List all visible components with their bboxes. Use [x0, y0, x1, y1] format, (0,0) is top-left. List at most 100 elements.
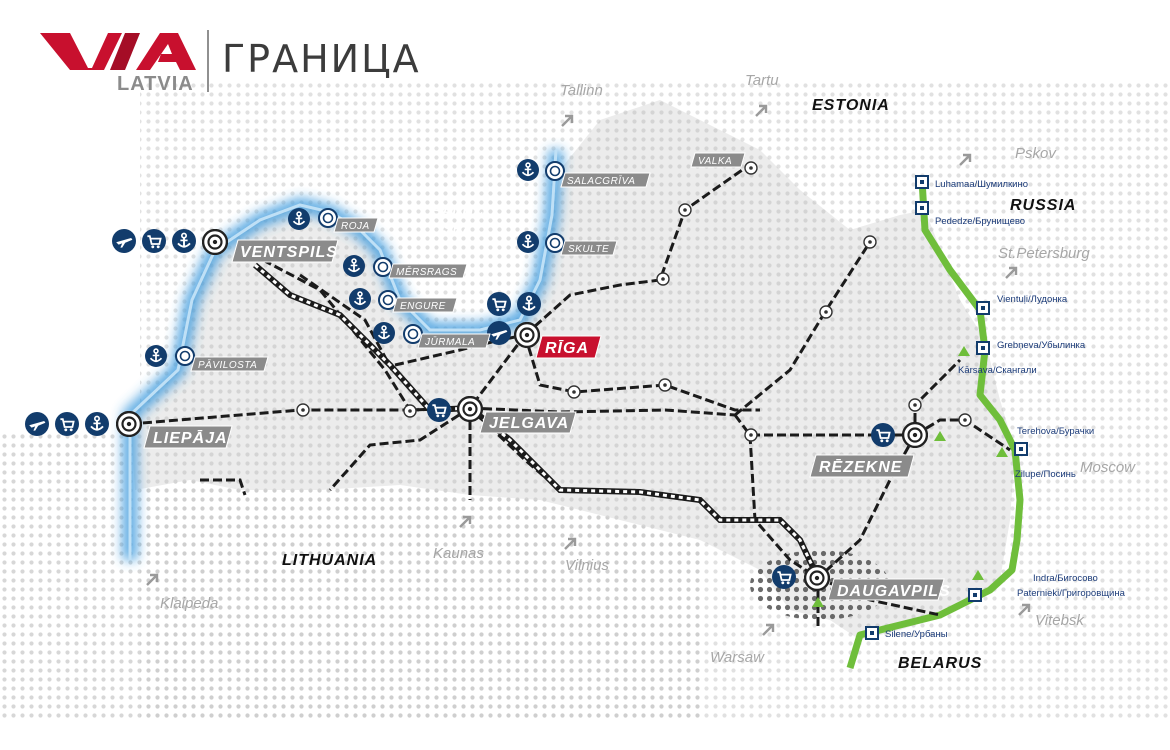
hub-node-icon [514, 322, 540, 348]
anchor-icon [517, 159, 539, 181]
station-node [863, 235, 877, 249]
hub-node-icon [902, 422, 928, 448]
port-mersrags[interactable]: MĒRSRAGS [343, 255, 468, 279]
customs-icon [915, 201, 929, 215]
crossing-vientuli: Vientuļi/Лудонка [997, 294, 1068, 305]
latvia-dots [130, 100, 1015, 640]
station-valka[interactable]: VALKA [690, 152, 746, 168]
station-node [744, 428, 758, 442]
anchor-icon [373, 322, 395, 344]
station-label-valka: VALKA [698, 156, 732, 167]
checkpoint-triangle-icon [972, 570, 984, 580]
hub-rezekne[interactable]: RĒZEKNE [809, 422, 928, 478]
hub-label-daugavpils: DAUGAVPILS [837, 583, 951, 600]
logo-v-shape [40, 33, 122, 70]
cart-icon [55, 412, 79, 436]
logo-a-shape [136, 33, 196, 70]
plane-icon [487, 321, 511, 345]
city-warsaw: Warsaw [710, 649, 765, 666]
city-pskov: Pskov [1015, 145, 1057, 162]
city-klaipeda: Klaipeda [160, 595, 218, 612]
port-pavilosta[interactable]: PĀVILOSTA [145, 345, 269, 372]
hub-node-icon [457, 396, 483, 422]
city-vilnius: Vilnius [565, 557, 609, 574]
city-vitebsk: Vitebsk [1035, 612, 1085, 629]
hub-liepaja[interactable]: LIEPĀJA [25, 411, 233, 449]
checkpoint-triangle-icon [958, 346, 970, 356]
hub-node-icon [116, 411, 142, 437]
country-russia: RUSSIA [1010, 197, 1076, 214]
logo[interactable]: LATVIA [40, 33, 196, 95]
checkpoint-triangle-icon [812, 597, 824, 607]
checkpoint-triangle-icon [934, 431, 946, 441]
customs-icon [976, 341, 990, 355]
anchor-icon [349, 288, 371, 310]
hub-node-icon [804, 565, 830, 591]
port-label-pavilosta: PĀVILOSTA [198, 359, 257, 371]
port-engure[interactable]: ENGURE [349, 288, 458, 313]
anchor-icon [288, 208, 310, 230]
cart-icon [142, 229, 166, 253]
hub-node-icon [202, 229, 228, 255]
station-node [658, 378, 672, 392]
country-estonia: ESTONIA [812, 97, 890, 114]
port-label-mersrags: MĒRSRAGS [396, 266, 457, 278]
anchor-icon [517, 292, 541, 316]
port-node-icon [175, 346, 195, 366]
port-node-icon [545, 233, 565, 253]
port-label-jurmala: JŪRMALA [424, 336, 475, 348]
hub-ventspils[interactable]: VENTSPILS [112, 229, 339, 263]
hub-riga[interactable]: RĪGA [487, 292, 602, 359]
city-moscow: Moscow [1080, 459, 1136, 476]
port-node-icon [403, 324, 423, 344]
station-node [296, 403, 310, 417]
sea-label-line2: SEA [443, 221, 473, 236]
customs-icon [915, 175, 929, 189]
port-node-icon [318, 208, 338, 228]
freight-line [253, 262, 821, 580]
state-border-line [846, 179, 1024, 670]
logo-i-shape [110, 33, 140, 70]
port-label-roja: ROJA [341, 221, 370, 232]
station-node [678, 203, 692, 217]
anchor-icon [145, 345, 167, 367]
border-crossings: Luhamaa/Шумилкино Pededze/Брунищево Vien… [812, 175, 1126, 640]
anchor-icon [343, 255, 365, 277]
country-lithuania: LITHUANIA [282, 552, 377, 569]
city-tartu: Tartu [745, 72, 779, 89]
checkpoint-triangle-icon [996, 447, 1008, 457]
station-node [908, 398, 922, 412]
cart-icon [772, 565, 796, 589]
port-node-icon [545, 161, 565, 181]
port-label-engure: ENGURE [400, 301, 446, 312]
crossing-karsava: Kārsava/Скангали [958, 365, 1037, 376]
port-salacgriva[interactable]: SALACGRĪVA [517, 159, 651, 188]
plane-icon [112, 229, 136, 253]
customs-icon [865, 626, 879, 640]
logo-latvia: LATVIA [117, 73, 194, 95]
port-skulte[interactable]: SKULTE [517, 231, 618, 256]
crossing-luhamaa: Luhamaa/Шумилкино [935, 179, 1028, 190]
crossing-indra: Indra/Бигосово [1033, 573, 1098, 584]
port-node-icon [373, 257, 393, 277]
port-jurmala[interactable]: JŪRMALA [373, 322, 491, 349]
station-node [819, 305, 833, 319]
hub-label-ventspils: VENTSPILS [240, 244, 338, 261]
cart-icon [871, 423, 895, 447]
crossing-zilupe: Zilupe/Посинь [1015, 469, 1076, 480]
hub-daugavpils[interactable]: DAUGAVPILS [772, 565, 951, 601]
customs-icon [968, 588, 982, 602]
port-roja[interactable]: ROJA [288, 208, 379, 233]
hub-label-liepaja: LIEPĀJA [153, 428, 228, 447]
anchor-icon [517, 231, 539, 253]
city-kaunas: Kaunas [433, 545, 484, 562]
station-node [567, 385, 581, 399]
crossing-grebneva: Grebņeva/Убылинка [997, 340, 1086, 351]
hub-label-riga: RĪGA [545, 338, 589, 357]
sea-label-line1: BALTIC [432, 203, 485, 218]
station-node [744, 161, 758, 175]
country-belarus: BELARUS [898, 655, 982, 672]
hub-jelgava[interactable]: JELGAVA [427, 396, 577, 434]
anchor-icon [85, 412, 109, 436]
